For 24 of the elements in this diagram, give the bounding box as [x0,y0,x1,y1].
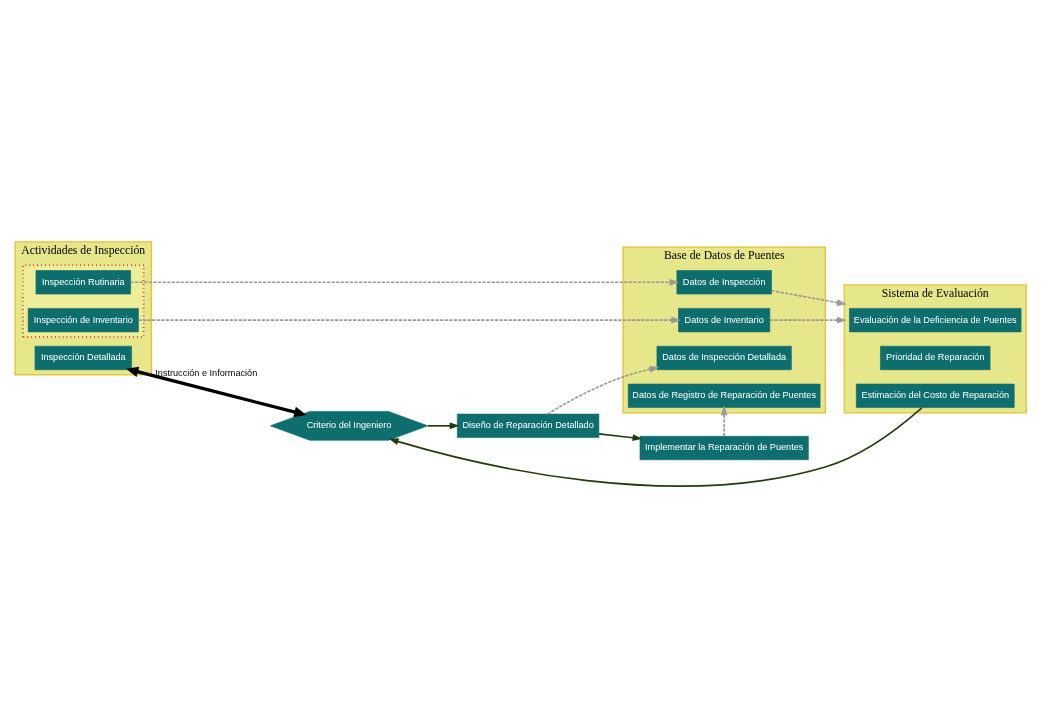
arrow [720,405,728,437]
arrow [388,407,923,487]
arrow [137,316,681,324]
cluster [21,264,145,339]
arrow [598,433,643,442]
arrow [427,422,460,430]
arrow [129,278,680,286]
arrow [546,365,660,415]
node-box: Datos de Inspección [676,270,772,295]
node-box: Datos de Registro de Reparación de Puentes [627,383,821,408]
node-box: Evaluación de la Deficiencia de Puentes [849,308,1022,333]
node-box: Implementar la Reparación de Puentes [639,435,809,461]
arrow [126,366,307,418]
node-box: Diseño de Reparación Detallado [456,413,600,438]
node-box: Estimación del Costo de Reparación [856,383,1015,408]
node-box: Prioridad de Reparación [880,345,991,371]
node-box: Datos de Inspección Detallada [656,345,792,371]
edge-label: Instrucción e Información [155,367,258,378]
node-box: Inspección Detallada [34,345,132,371]
node-box: Inspección Rutinaria [35,270,131,295]
node-box: Inspección de Inventario [27,308,139,333]
arrow [769,316,847,324]
node-box: Datos de Inventario [678,308,771,333]
arrow [770,289,847,306]
